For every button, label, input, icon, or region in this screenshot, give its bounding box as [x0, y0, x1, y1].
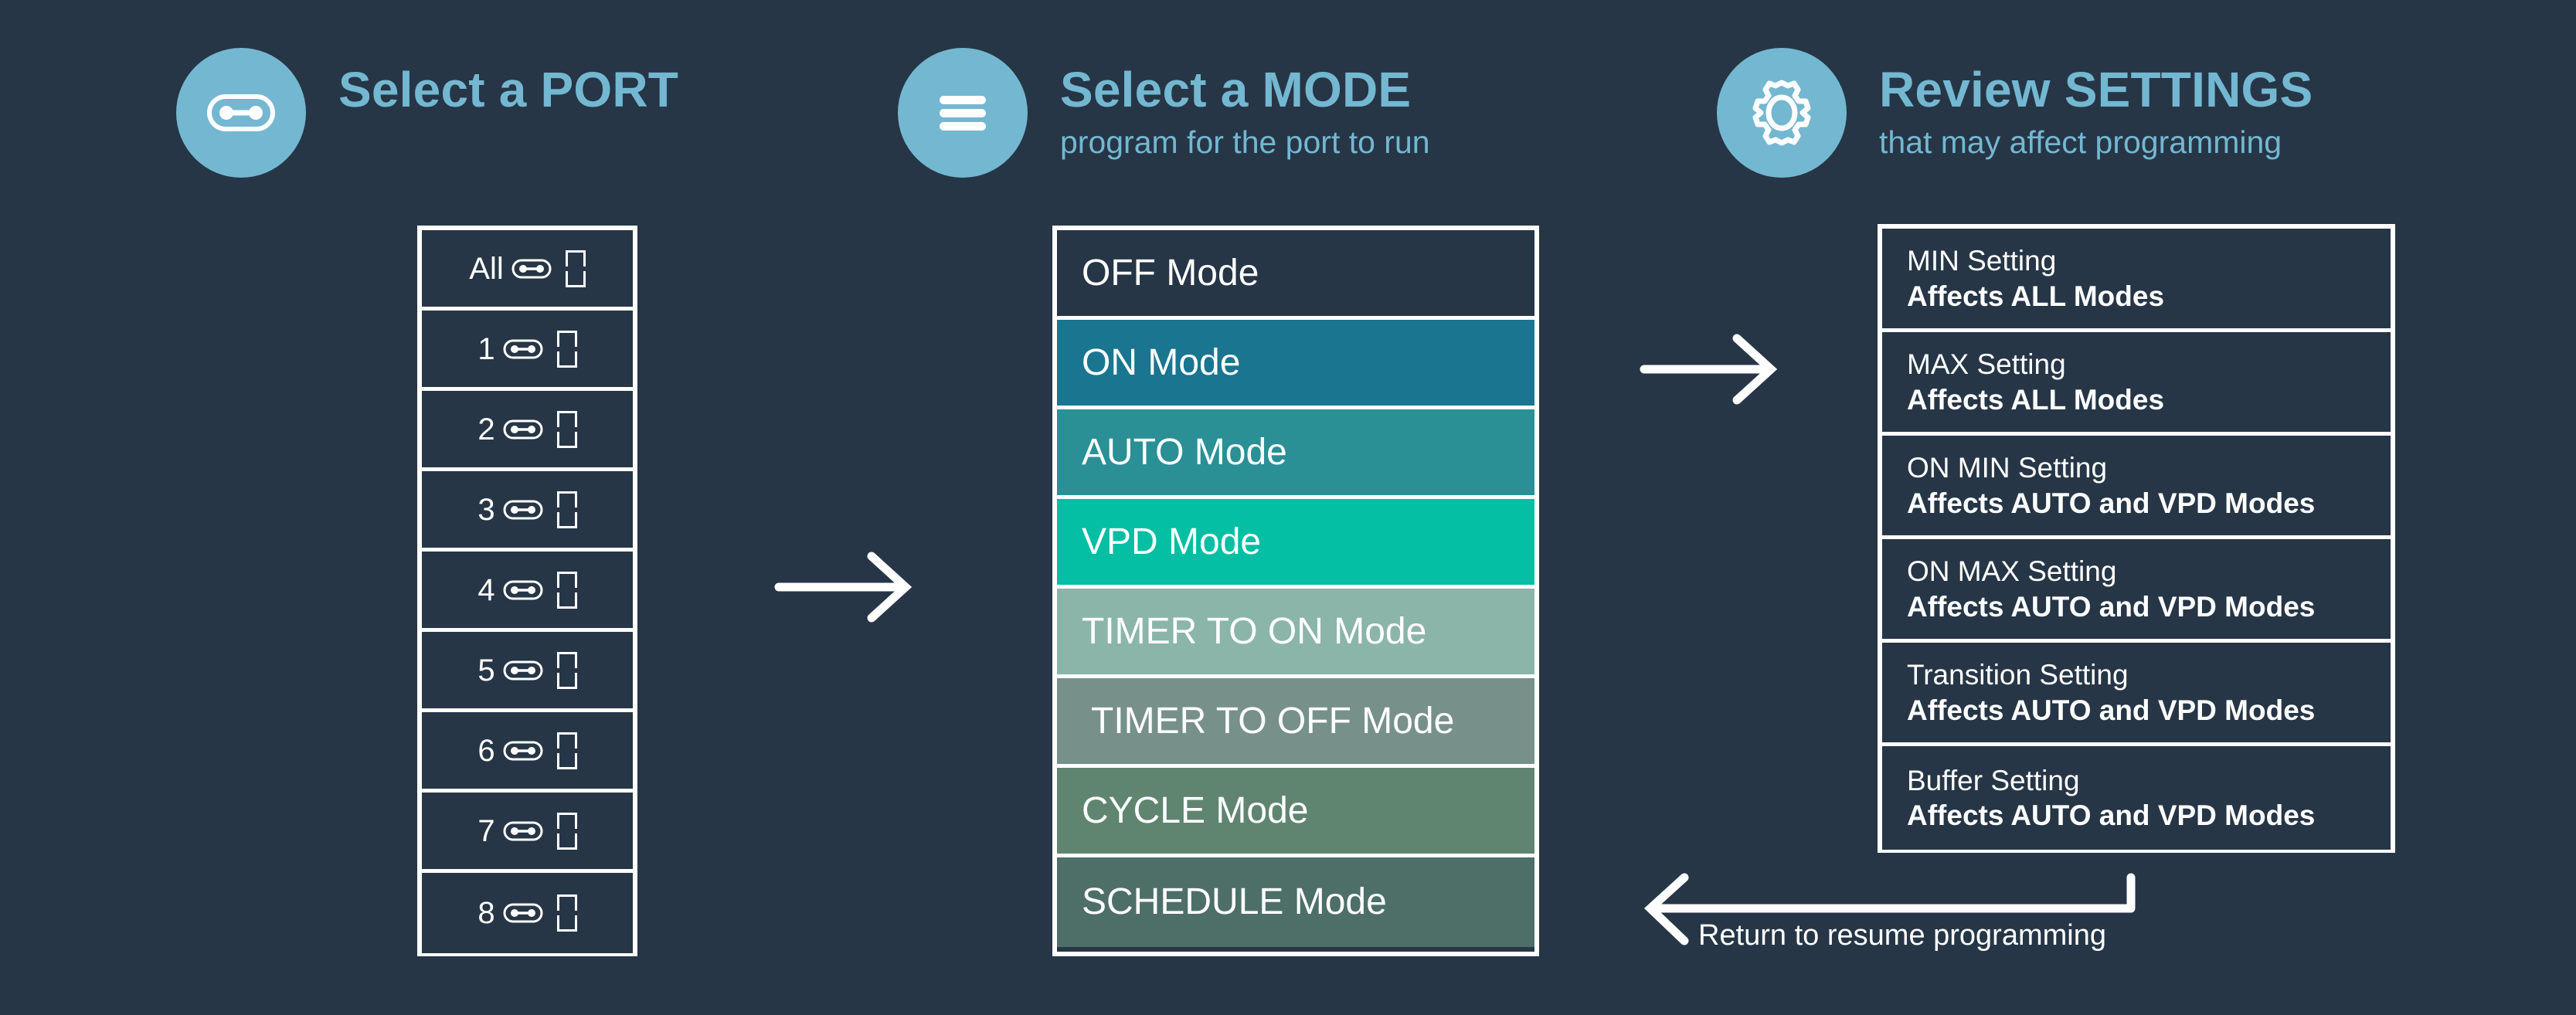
setting-title: Buffer Setting	[1907, 764, 2080, 796]
mode-row[interactable]: VPD Mode	[1057, 499, 1534, 589]
missing-glyph-box-icon	[565, 250, 586, 287]
port-row[interactable]: 4	[422, 552, 633, 632]
modes-list: OFF Mode ON Mode AUTO Mode VPD Mode TIME…	[1052, 226, 1539, 956]
port-label: All	[469, 251, 504, 286]
port-label: 8	[477, 896, 495, 930]
setting-title: ON MAX Setting	[1907, 555, 2117, 588]
port-label: 4	[477, 572, 495, 607]
mode-label: OFF Mode	[1082, 252, 1259, 294]
port-connector-icon	[511, 259, 552, 279]
step-title: Select a PORT	[338, 62, 679, 117]
step-title: Select a MODE	[1060, 62, 1412, 117]
port-connector-icon	[503, 660, 543, 681]
port-connector-icon	[503, 419, 543, 440]
port-row[interactable]: 8	[422, 873, 633, 953]
setting-affects: Affects ALL Modes	[1907, 383, 2165, 416]
port-connector-icon	[503, 821, 543, 841]
port-connector-icon	[503, 741, 543, 761]
setting-affects: Affects AUTO and VPD Modes	[1907, 590, 2316, 623]
port-connector-icon	[503, 339, 543, 359]
setting-title: Transition Setting	[1907, 659, 2129, 691]
port-label: 7	[477, 813, 495, 848]
port-row[interactable]: 6	[422, 712, 633, 793]
port-connector-icon	[503, 580, 543, 600]
step-header-port: Select a PORT	[176, 48, 678, 178]
ports-list: All 1 2 3 4	[417, 226, 637, 956]
mode-label: AUTO Mode	[1082, 431, 1287, 473]
setting-title: ON MIN Setting	[1907, 452, 2108, 484]
mode-row[interactable]: CYCLE Mode	[1057, 768, 1534, 857]
settings-list: MIN Setting Affects ALL Modes MAX Settin…	[1878, 224, 2395, 853]
missing-glyph-box-icon	[556, 330, 577, 368]
step-title: Review SETTINGS	[1879, 62, 2313, 117]
step-header-mode-text: Select a MODE program for the port to ru…	[1060, 48, 1430, 158]
port-label: 5	[477, 653, 495, 687]
setting-title: MIN Setting	[1907, 245, 2057, 277]
missing-glyph-box-icon	[556, 812, 577, 850]
setting-row[interactable]: ON MAX Setting Affects AUTO and VPD Mode…	[1882, 539, 2391, 643]
setting-row[interactable]: Transition Setting Affects AUTO and VPD …	[1882, 643, 2391, 746]
arrow-return-left-icon	[1621, 871, 2146, 976]
setting-row[interactable]: Buffer Setting Affects AUTO and VPD Mode…	[1882, 746, 2391, 850]
port-label: 6	[477, 733, 495, 768]
hamburger-menu-icon	[898, 48, 1028, 178]
mode-row[interactable]: OFF Mode	[1057, 230, 1534, 320]
port-connector-icon	[176, 48, 306, 178]
port-connector-icon	[503, 500, 543, 520]
mode-row[interactable]: AUTO Mode	[1057, 409, 1534, 499]
setting-affects: Affects AUTO and VPD Modes	[1907, 799, 2316, 831]
port-row[interactable]: 7	[422, 793, 633, 873]
gear-icon	[1717, 48, 1847, 178]
mode-label: ON Mode	[1082, 341, 1241, 383]
step-header-port-text: Select a PORT	[338, 48, 678, 127]
port-label: 1	[477, 331, 495, 366]
port-row[interactable]: 1	[422, 311, 633, 391]
port-row[interactable]: All	[422, 230, 633, 311]
missing-glyph-box-icon	[556, 491, 577, 528]
step-subtitle: that may affect programming	[1879, 124, 2282, 160]
mode-row[interactable]: TIMER TO ON Mode	[1057, 589, 1534, 678]
port-row[interactable]: 3	[422, 471, 633, 552]
missing-glyph-box-icon	[556, 651, 577, 689]
setting-row[interactable]: MIN Setting Affects ALL Modes	[1882, 229, 2391, 332]
setting-affects: Affects AUTO and VPD Modes	[1907, 694, 2316, 726]
port-connector-icon	[503, 903, 543, 923]
arrow-right-icon	[773, 548, 919, 630]
mode-label: CYCLE Mode	[1082, 789, 1309, 831]
setting-row[interactable]: MAX Setting Affects ALL Modes	[1882, 332, 2391, 436]
mode-label: VPD Mode	[1082, 521, 1262, 562]
setting-row[interactable]: ON MIN Setting Affects AUTO and VPD Mode…	[1882, 436, 2391, 539]
setting-title: MAX Setting	[1907, 348, 2066, 381]
missing-glyph-box-icon	[556, 410, 577, 448]
port-row[interactable]: 2	[422, 391, 633, 471]
port-label: 3	[477, 492, 495, 527]
step-header-mode: Select a MODE program for the port to ru…	[898, 48, 1430, 178]
missing-glyph-box-icon	[556, 571, 577, 609]
missing-glyph-box-icon	[556, 732, 577, 769]
mode-label: TIMER TO ON Mode	[1082, 610, 1427, 652]
return-caption: Return to resume programming	[1698, 919, 2106, 952]
missing-glyph-box-icon	[556, 894, 577, 932]
mode-row[interactable]: SCHEDULE Mode	[1057, 857, 1534, 947]
mode-row[interactable]: ON Mode	[1057, 320, 1534, 409]
port-row[interactable]: 5	[422, 632, 633, 712]
setting-affects: Affects ALL Modes	[1907, 280, 2165, 312]
setting-affects: Affects AUTO and VPD Modes	[1907, 487, 2316, 519]
mode-label: TIMER TO OFF Mode	[1091, 700, 1455, 742]
port-label: 2	[477, 412, 495, 446]
step-subtitle: program for the port to run	[1060, 124, 1430, 160]
arrow-right-icon	[1638, 331, 1785, 412]
mode-label: SCHEDULE Mode	[1082, 881, 1387, 922]
step-header-settings: Review SETTINGS that may affect programm…	[1717, 48, 2313, 178]
mode-row[interactable]: TIMER TO OFF Mode	[1057, 678, 1534, 768]
step-header-settings-text: Review SETTINGS that may affect programm…	[1879, 48, 2313, 158]
